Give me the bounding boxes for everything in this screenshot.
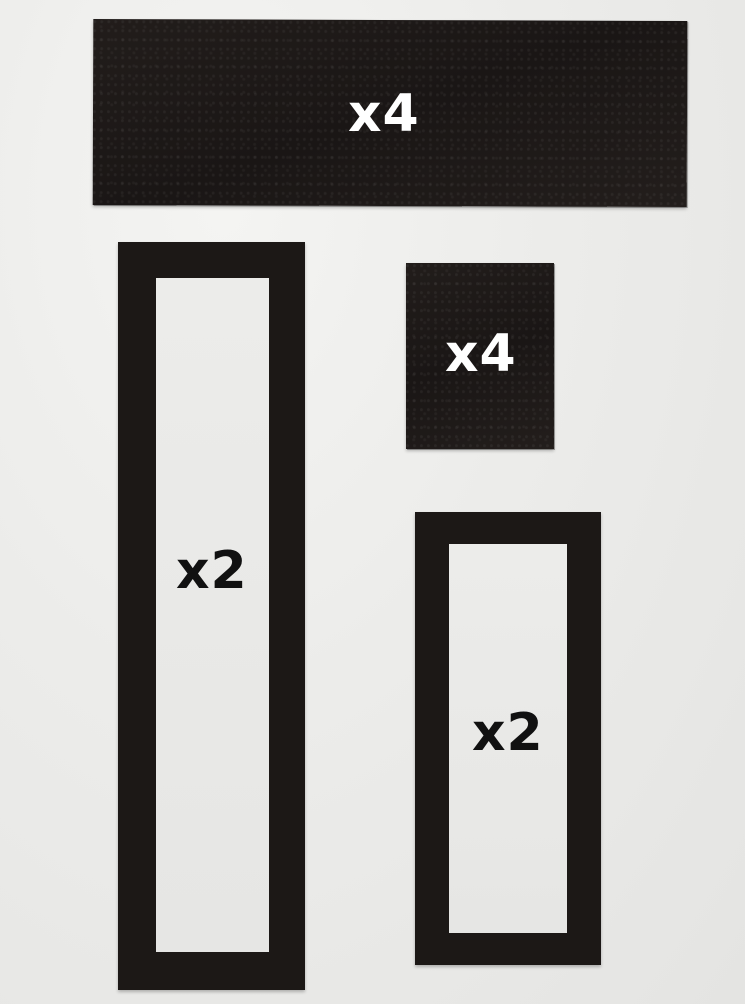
short-frame-quantity-label: x2 (472, 707, 544, 759)
tall-frame-quantity-label: x2 (176, 545, 248, 597)
square-quantity-label: x4 (445, 328, 517, 380)
tall-frame-opening (156, 278, 269, 952)
strip-quantity-label: x4 (348, 88, 420, 140)
